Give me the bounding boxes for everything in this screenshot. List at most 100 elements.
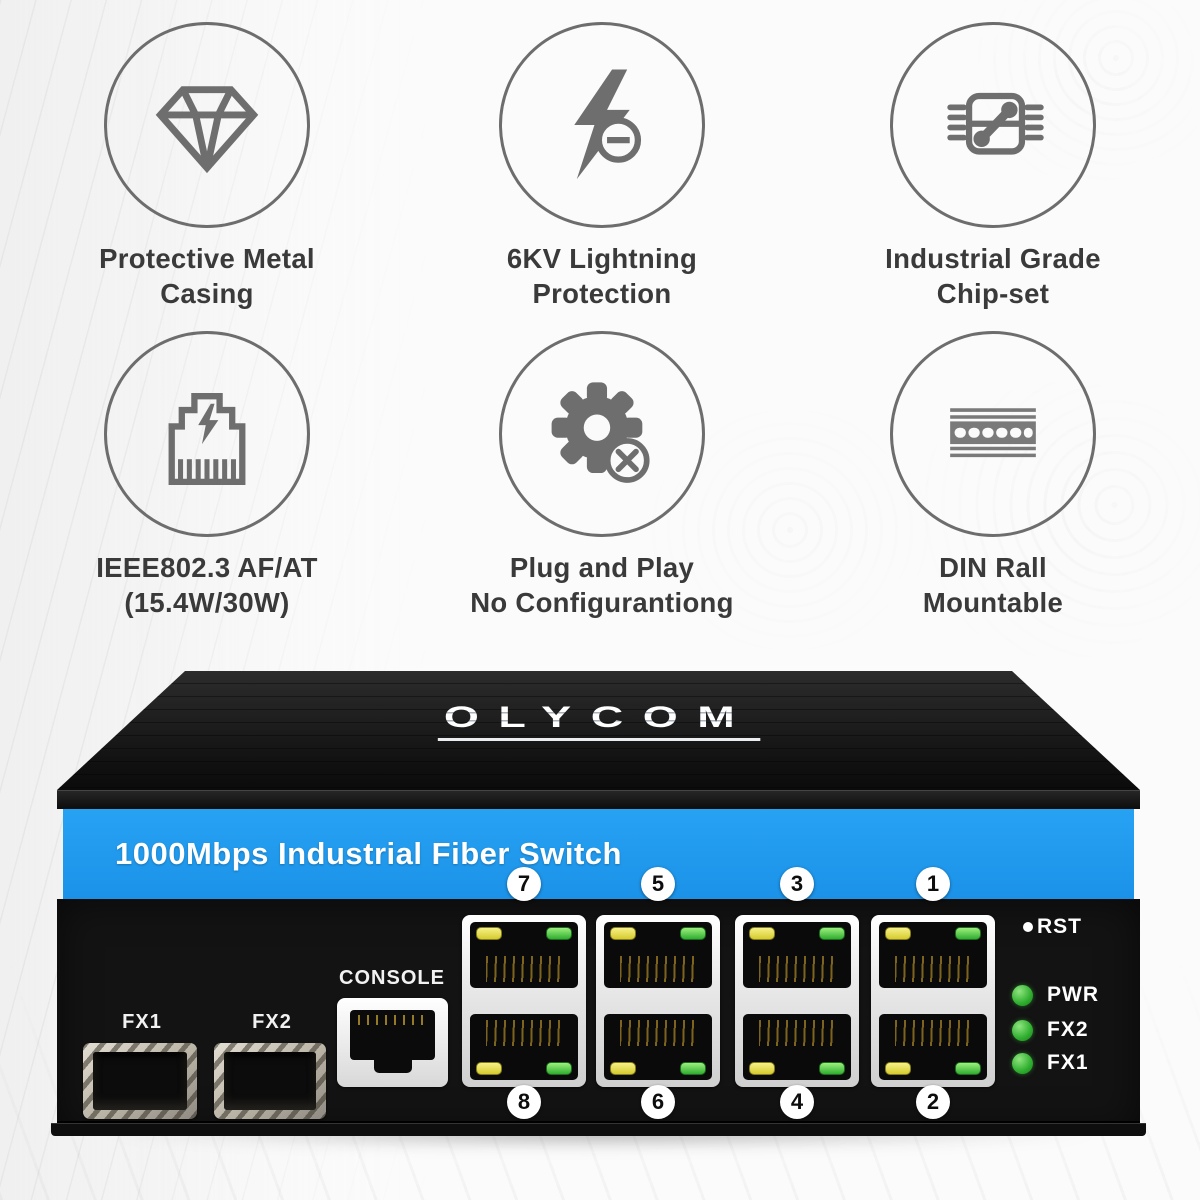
- feature-label-line: Plug and Play: [509, 552, 695, 583]
- port-number-badge: 4: [780, 1085, 814, 1119]
- device-top-face: OLYCOM: [57, 671, 1140, 790]
- front-panel: FX1 FX2 CONSOLE: [57, 899, 1140, 1134]
- green-led: [680, 1062, 706, 1075]
- rj45-port: [879, 922, 987, 988]
- feature-icon-circle: [104, 22, 310, 228]
- fx2-led: [1012, 1019, 1033, 1041]
- rj45-pins: [895, 1020, 971, 1046]
- rj45-port: [879, 1014, 987, 1080]
- rj45-port: [604, 922, 712, 988]
- sfp-fx2-label: FX2: [252, 1011, 292, 1033]
- feature-icon-circle: [890, 22, 1096, 228]
- feature-icon-circle: [104, 331, 310, 537]
- console-jack-opening: [350, 1010, 435, 1060]
- feature-icon-circle: [890, 331, 1096, 537]
- green-led: [955, 1062, 981, 1075]
- pwr-led-label: PWR: [1047, 983, 1099, 1006]
- feature-label-line: Protection: [532, 278, 672, 309]
- yellow-led: [610, 1062, 636, 1075]
- port-number-badge: 7: [507, 867, 541, 901]
- led-row-fx2: FX2: [1012, 1018, 1089, 1042]
- rj45-pins: [895, 956, 971, 982]
- feature-card-metal-casing: Protective Metal Casing: [37, 22, 377, 311]
- led-row-fx1: FX1: [1012, 1051, 1089, 1075]
- feature-card-poe: IEEE802.3 AF/AT (15.4W/30W): [37, 331, 377, 620]
- reset-label: RST: [1037, 915, 1082, 938]
- rj45-pins: [486, 956, 562, 982]
- brand-logo: OLYCOM: [437, 701, 760, 741]
- port-number-badge: 6: [641, 1085, 675, 1119]
- yellow-led: [476, 927, 502, 940]
- switch-device: OLYCOM 1000Mbps Industrial Fiber Switch …: [51, 671, 1146, 1136]
- chipset-icon: [947, 92, 1044, 155]
- console-label: CONSOLE: [339, 967, 445, 989]
- console-port: [337, 998, 448, 1087]
- banner-title: 1000Mbps Industrial Fiber Switch: [115, 836, 622, 871]
- lightning-protection-icon: [574, 69, 642, 180]
- sfp-port-fx1: [83, 1043, 197, 1119]
- feature-label-line: DIN Rall: [939, 552, 1047, 583]
- feature-label: Protective Metal Casing: [37, 241, 377, 311]
- fx1-led: [1012, 1052, 1033, 1074]
- rj45-port-pair-3-4: [735, 915, 859, 1087]
- port-number-badge: 2: [916, 1085, 950, 1119]
- rj45-port: [743, 1014, 851, 1080]
- yellow-led: [476, 1062, 502, 1075]
- feature-label-line: IEEE802.3 AF/AT: [96, 552, 318, 583]
- feature-card-din-rail: DIN Rall Mountable: [823, 331, 1163, 620]
- reset-hole: [1023, 922, 1033, 932]
- reset-control: RST: [1023, 915, 1082, 939]
- feature-label: IEEE802.3 AF/AT (15.4W/30W): [37, 550, 377, 620]
- feature-icon-circle: [499, 331, 705, 537]
- fx1-led-label: FX1: [1047, 1051, 1089, 1074]
- sfp-cage-opening: [224, 1052, 316, 1110]
- banner-stripe: 1000Mbps Industrial Fiber Switch: [63, 809, 1134, 899]
- feature-card-chipset: Industrial Grade Chip-set: [823, 22, 1163, 311]
- green-led: [546, 927, 572, 940]
- yellow-led: [749, 927, 775, 940]
- green-led: [819, 927, 845, 940]
- feature-label-line: Mountable: [922, 587, 1064, 618]
- feature-label: Plug and Play No Configurantiong: [432, 550, 772, 620]
- device-front-lip: [57, 790, 1140, 809]
- yellow-led: [749, 1062, 775, 1075]
- feature-label-line: 6KV Lightning: [506, 243, 698, 274]
- rj45-port-pair-5-6: [596, 915, 720, 1087]
- feature-label-line: Protective Metal: [99, 243, 315, 274]
- feature-label-line: Chip-set: [936, 278, 1050, 309]
- port-number-badge: 8: [507, 1085, 541, 1119]
- poe-rj45-icon: [168, 393, 246, 486]
- green-led: [546, 1062, 572, 1075]
- rj45-port-pair-7-8: [462, 915, 586, 1087]
- feature-label-line: Casing: [160, 278, 254, 309]
- rj45-pins: [486, 1020, 562, 1046]
- yellow-led: [885, 927, 911, 940]
- feature-icon-circle: [499, 22, 705, 228]
- port-number-badge: 3: [780, 867, 814, 901]
- port-number-badge: 5: [641, 867, 675, 901]
- rj45-pins: [620, 956, 696, 982]
- rj45-pins: [759, 956, 835, 982]
- sfp-cage-opening: [93, 1052, 187, 1110]
- rj45-port-pair-1-2: [871, 915, 995, 1087]
- sfp-fx1-label: FX1: [122, 1011, 162, 1033]
- yellow-led: [610, 927, 636, 940]
- din-rail-icon: [950, 408, 1036, 458]
- rj45-pins: [620, 1020, 696, 1046]
- console-jack-tab: [373, 1058, 412, 1073]
- device-bottom-lip: [51, 1123, 1146, 1136]
- rj45-port: [604, 1014, 712, 1080]
- green-led: [680, 927, 706, 940]
- feature-card-plug-and-play: Plug and Play No Configurantiong: [432, 331, 772, 620]
- led-row-pwr: PWR: [1012, 983, 1099, 1007]
- rj45-port: [743, 922, 851, 988]
- feature-label: DIN Rall Mountable: [823, 550, 1163, 620]
- sfp-port-fx2: [214, 1043, 326, 1119]
- feature-card-lightning: 6KV Lightning Protection: [432, 22, 772, 311]
- feature-label-line: (15.4W/30W): [124, 587, 290, 618]
- rj45-pins: [759, 1020, 835, 1046]
- feature-label-line: Industrial Grade: [885, 243, 1101, 274]
- yellow-led: [885, 1062, 911, 1075]
- feature-label-line: No Configurantiong: [470, 587, 734, 618]
